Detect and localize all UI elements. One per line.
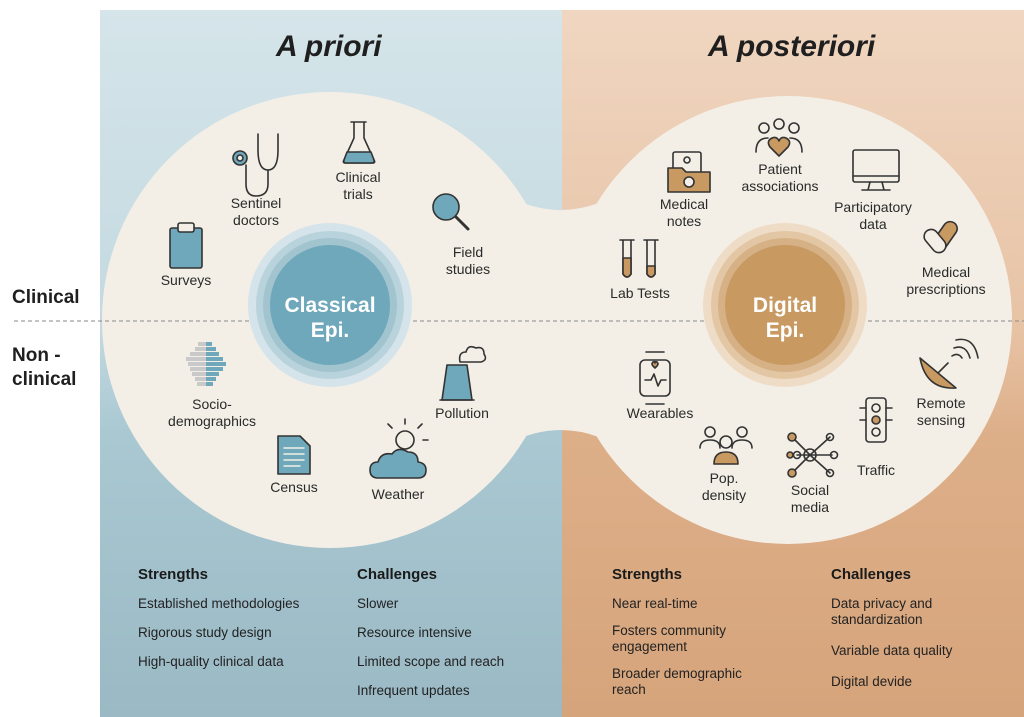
- left-challenges-list: Slower Resource intensive Limited scope …: [357, 596, 504, 699]
- source-label-field-studies: Field studies: [445, 244, 491, 277]
- pills-icon: [923, 220, 958, 254]
- list-item: Limited scope and reach: [357, 654, 505, 669]
- source-label-medical-prescriptions: Medical prescriptions: [906, 264, 986, 297]
- medical-folder-icon: [667, 151, 711, 193]
- left-strengths-list: Established methodologies Rigorous study…: [138, 596, 299, 670]
- source-label-social-media: Social media: [790, 482, 830, 515]
- source-label-traffic: Traffic: [856, 462, 896, 478]
- list-item: High-quality clinical data: [138, 654, 284, 669]
- traffic-light-icon: [859, 397, 893, 443]
- stethoscope-icon: [232, 133, 279, 197]
- source-label-surveys: Surveys: [160, 272, 212, 288]
- center-label-digital-epi: Digital Epi.: [752, 294, 818, 342]
- left-strengths-heading: Strengths: [138, 566, 209, 583]
- network-icon: [786, 432, 839, 478]
- row-label-non-clinical: Non - clinical: [12, 345, 77, 390]
- magnifier-icon: [432, 193, 470, 231]
- clipboard-icon: [169, 222, 203, 269]
- source-label-clinical-trials: Clinical trials: [335, 169, 381, 202]
- source-label-patient-associations: Patient associations: [741, 161, 819, 194]
- digital-epi-circle: [703, 223, 867, 387]
- title-a-posteriori: A posteriori: [708, 30, 876, 63]
- list-item: Infrequent updates: [357, 683, 470, 698]
- list-item: Variable data quality: [831, 643, 953, 658]
- list-item: Resource intensive: [357, 625, 472, 640]
- monitor-icon: [852, 149, 900, 191]
- flask-icon: [342, 121, 376, 164]
- smartwatch-icon: [639, 351, 671, 405]
- test-tubes-icon: [619, 239, 659, 278]
- row-label-clinical: Clinical: [12, 287, 80, 308]
- list-item: Established methodologies: [138, 596, 300, 611]
- population-pyramid-icon: [186, 342, 226, 386]
- source-label-medical-notes: Medical notes: [659, 196, 709, 229]
- people-heart-icon: [755, 118, 803, 157]
- source-label-lab-tests: Lab Tests: [610, 285, 670, 301]
- source-label-sentinel-doctors: Sentinel doctors: [230, 195, 282, 228]
- right-challenges-list: Data privacy and standardization Variabl…: [831, 596, 952, 690]
- source-label-wearables: Wearables: [626, 405, 694, 421]
- title-a-priori: A priori: [276, 30, 382, 63]
- crowd-icon: [699, 426, 753, 465]
- factory-smoke-icon: [439, 345, 487, 401]
- list-item: Slower: [357, 596, 399, 611]
- classical-epi-circle: [248, 223, 412, 387]
- source-label-pop-density: Pop. density: [701, 470, 747, 503]
- list-item: Fosters community engagement: [612, 623, 727, 654]
- source-label-pollution: Pollution: [435, 405, 489, 421]
- right-strengths-list: Near real-time Fosters community engagem…: [612, 596, 742, 698]
- list-item: Near real-time: [612, 596, 698, 611]
- source-label-census: Census: [270, 479, 318, 495]
- satellite-dish-icon: [919, 338, 979, 389]
- sun-cloud-icon: [369, 418, 429, 479]
- list-item: Rigorous study design: [138, 625, 272, 640]
- source-label-participatory-data: Participatory data: [834, 199, 912, 232]
- right-strengths-heading: Strengths: [612, 566, 683, 583]
- center-label-classical-epi: Classical Epi.: [284, 294, 376, 342]
- list-item: Data privacy and standardization: [831, 596, 933, 627]
- right-challenges-heading: Challenges: [831, 566, 912, 583]
- source-label-remote-sensing: Remote sensing: [916, 395, 966, 428]
- left-challenges-heading: Challenges: [357, 566, 438, 583]
- list-item: Broader demographic reach: [612, 666, 742, 697]
- source-label-sociodemographics: Socio- demographics: [168, 396, 256, 429]
- source-label-weather: Weather: [371, 486, 425, 502]
- list-item: Digital devide: [831, 674, 913, 689]
- document-icon: [277, 435, 311, 475]
